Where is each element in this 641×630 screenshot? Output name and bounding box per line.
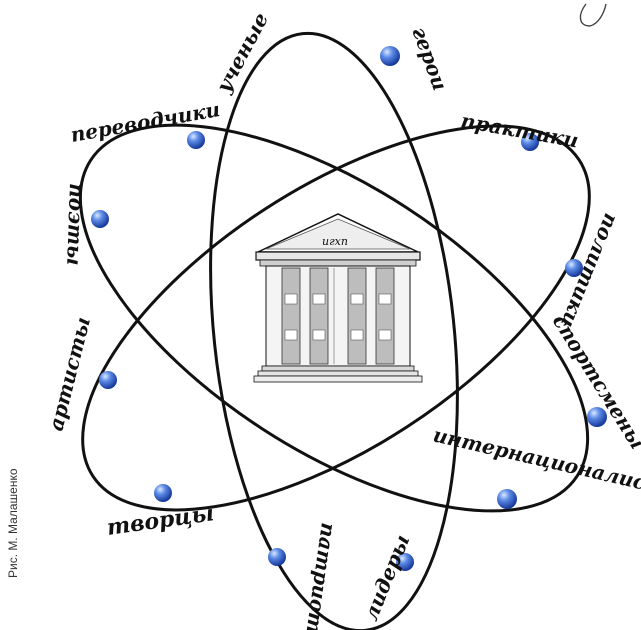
word-geroi: герои (407, 24, 452, 94)
electron-geroi (380, 46, 400, 66)
word-uchenye: ученые (211, 9, 273, 98)
word-tvortsy: творцы (105, 500, 215, 541)
electron-internatsionalisty (497, 489, 517, 509)
word-praktiki: практики (459, 108, 580, 152)
word-lidery: лидеры (358, 531, 414, 624)
word-sportsmeny: спортсмены (548, 310, 641, 453)
electron-artisty (99, 371, 117, 389)
electron-tvortsy (154, 484, 172, 502)
electron-perevodchiki (187, 131, 205, 149)
electron-patrioty (268, 548, 286, 566)
illustration-credit: Рис. М. Малашенко (6, 468, 20, 578)
building-label: игхп (322, 235, 348, 248)
word-artisty: артисты (44, 315, 95, 434)
word-poety: поэты (62, 183, 89, 266)
electron-poety (91, 210, 109, 228)
word-patrioty: патриоты (299, 521, 341, 630)
word-internatsionalisty: интернационалисты (431, 422, 641, 504)
corner-stroke (580, 4, 606, 26)
